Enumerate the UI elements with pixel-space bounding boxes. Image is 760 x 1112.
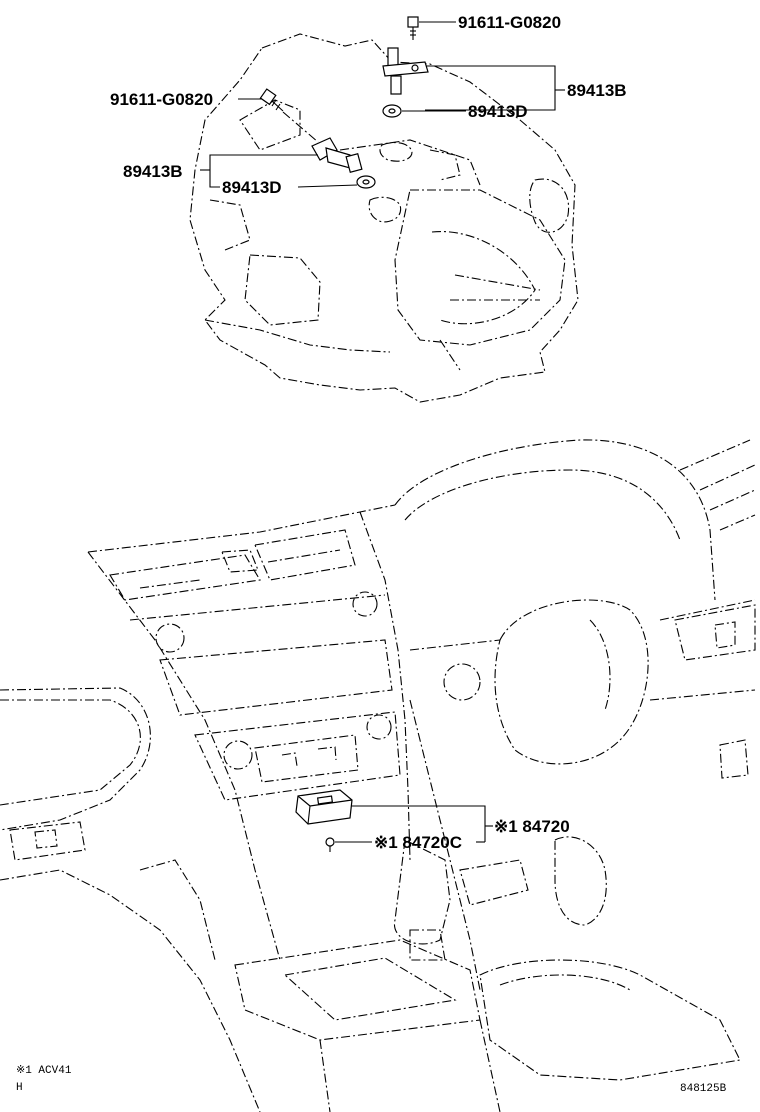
washer-top-icon [382, 104, 402, 118]
speed-sensor-left-icon [311, 137, 363, 174]
bolt-top-label: 91611-G0820 [458, 13, 561, 32]
switch-component-icon [295, 789, 353, 825]
dashboard-interior [0, 439, 756, 1112]
transmission-assembly [189, 33, 579, 403]
screw-icon [325, 837, 335, 852]
switch-screw-label: ※1 84720C [374, 833, 462, 852]
speed-sensor-top-icon [382, 47, 429, 95]
washer-right-label: 89413D [468, 102, 528, 121]
bolt-left-label: 91611-G0820 [110, 90, 213, 109]
sensor-left-label: 89413B [123, 162, 183, 181]
footnote-line-1: ※1 ACV41 [16, 1065, 72, 1077]
washer-left-icon [356, 175, 376, 189]
drawing-code: 848125B [680, 1083, 727, 1095]
bolt-top-icon [407, 16, 419, 40]
bolt-left-icon [259, 88, 284, 112]
switch-label: ※1 84720 [494, 817, 570, 836]
washer-left-label: 89413D [222, 178, 282, 197]
footnote-line-2: H [16, 1082, 23, 1094]
sensor-right-label: 89413B [567, 81, 627, 100]
